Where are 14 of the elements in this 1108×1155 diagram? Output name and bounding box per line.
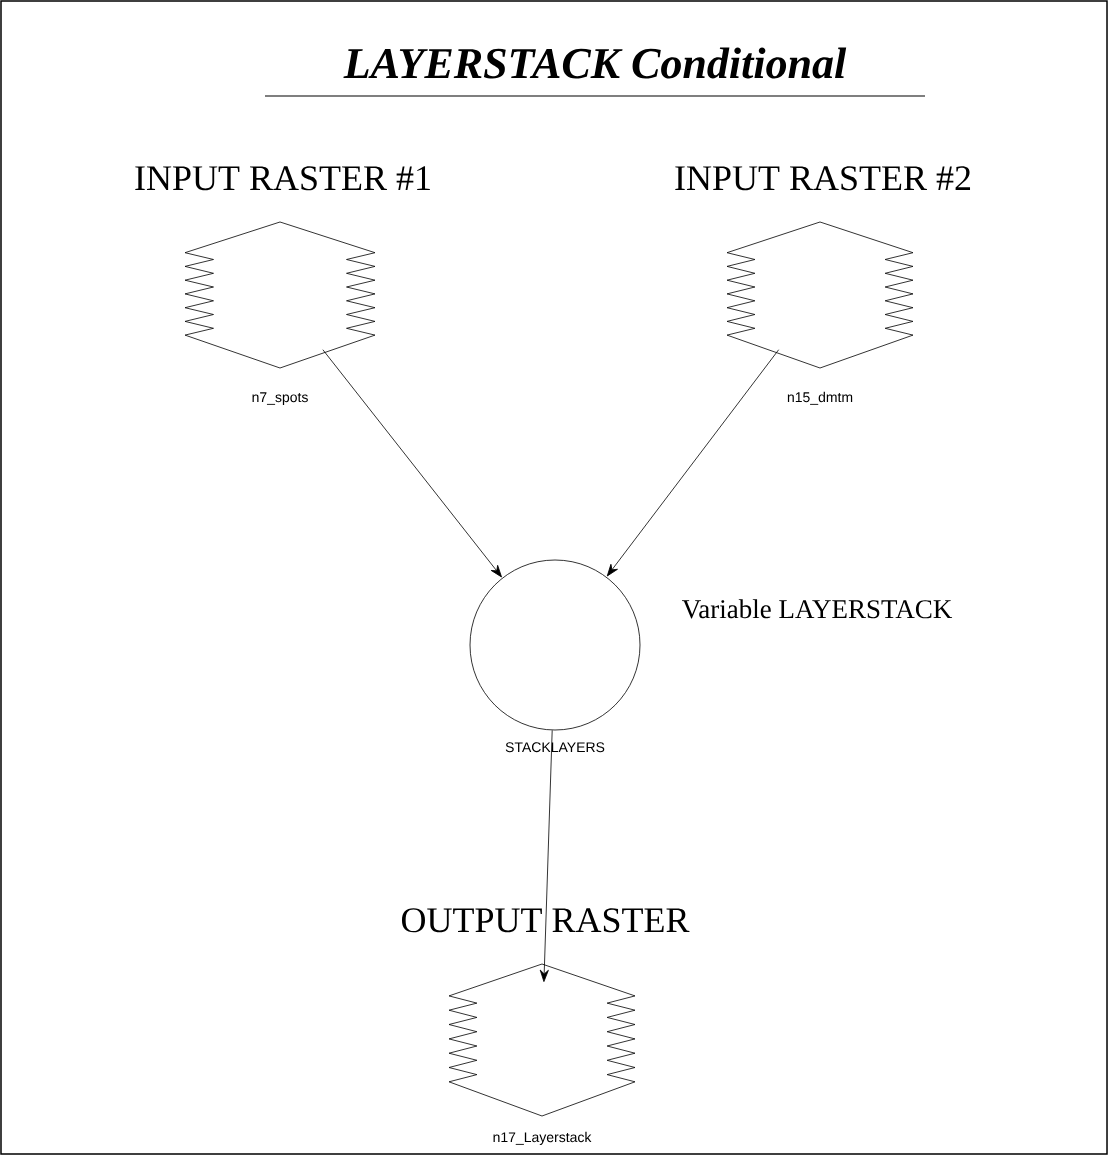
raster-name: n15_dmtm — [787, 391, 853, 405]
arrow — [606, 349, 780, 577]
raster-name: n17_Layerstack — [493, 1131, 592, 1145]
raster-heading: OUTPUT RASTER — [399, 907, 691, 934]
raster-symbol — [399, 907, 691, 1145]
title: LAYERSTACK Conditional — [343, 47, 847, 79]
note: Variable LAYERSTACK — [682, 599, 953, 619]
arrow — [539, 729, 553, 982]
raster-symbol — [673, 165, 973, 405]
arrow — [322, 349, 502, 578]
raster-symbol — [133, 165, 433, 405]
raster-heading: INPUT RASTER #2 — [673, 165, 973, 192]
raster-name: n7_spots — [252, 392, 308, 405]
raster-heading: INPUT RASTER #1 — [133, 165, 433, 192]
